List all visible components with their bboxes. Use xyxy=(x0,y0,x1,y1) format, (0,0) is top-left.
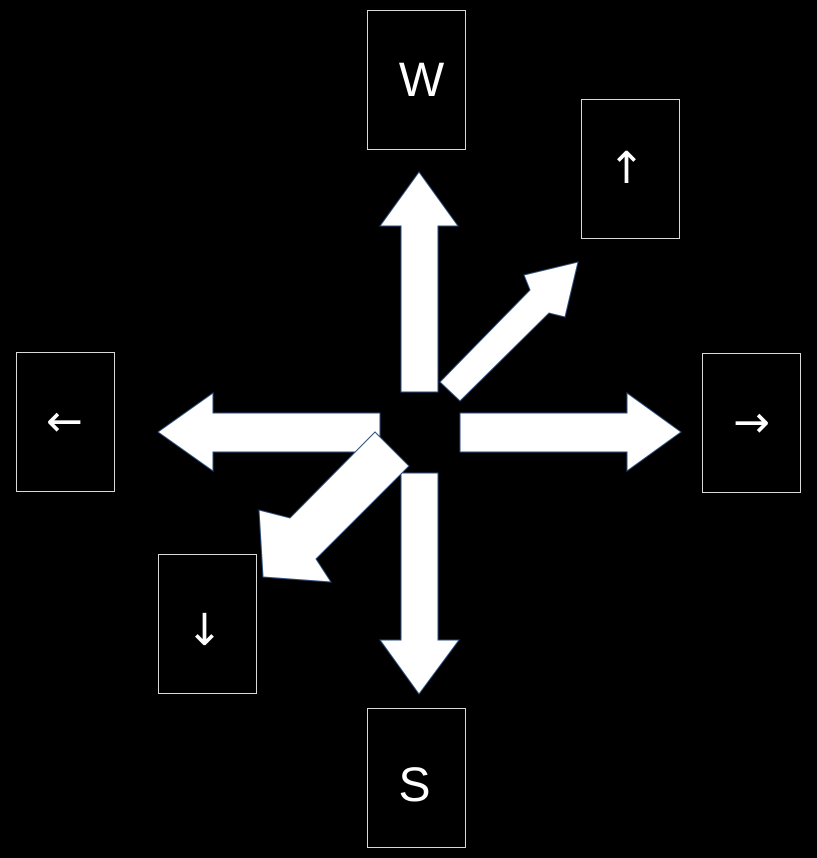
key-card-w: W xyxy=(367,10,466,150)
key-label-w: W xyxy=(398,54,445,107)
key-card-right-arrow: → xyxy=(702,353,801,493)
down-block-arrow-icon xyxy=(379,472,460,695)
up-block-arrow-icon xyxy=(379,171,459,393)
right-block-arrow-icon xyxy=(459,392,682,472)
key-card-left-arrow: ← xyxy=(16,352,115,492)
left-block-arrow-icon xyxy=(157,392,381,472)
diagonal-down-left-block-arrow-icon xyxy=(258,431,410,583)
key-card-down-arrow: ↓ xyxy=(158,554,257,694)
key-label-s: S xyxy=(398,759,431,812)
key-card-up-arrow: ↑ xyxy=(581,99,680,239)
up-arrow-key-icon: ↑ xyxy=(608,143,645,194)
left-arrow-key-icon: ← xyxy=(46,396,83,447)
key-card-s: S xyxy=(367,708,466,848)
right-arrow-key-icon: → xyxy=(733,397,770,448)
down-arrow-key-icon: ↓ xyxy=(186,605,223,656)
diagonal-up-right-block-arrow-icon xyxy=(439,261,579,402)
